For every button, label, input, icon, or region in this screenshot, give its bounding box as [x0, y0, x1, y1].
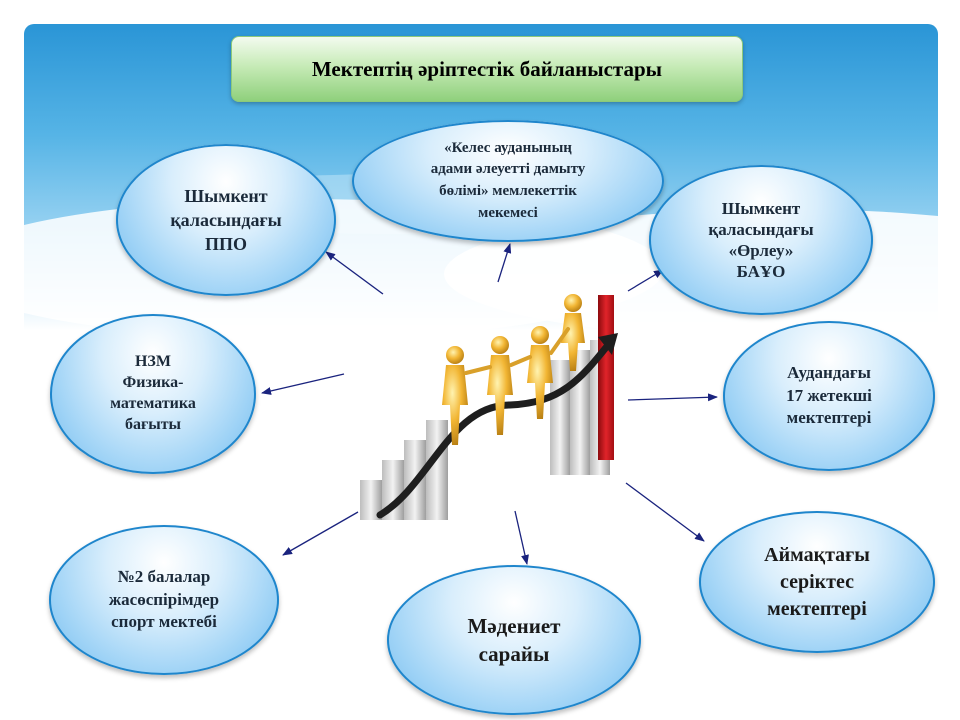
partner-label: Шымкент қаласындағы ППО	[170, 185, 282, 255]
partner-label: НЗМ Физика- математика бағыты	[110, 353, 196, 433]
partner-bubble-ppo: Шымкент қаласындағы ППО	[116, 144, 336, 296]
growth-staircase-team-icon	[360, 294, 618, 520]
partner-label: Аймақтағы серіктес мектептері	[764, 543, 870, 620]
partner-bubble-culture-palace: Мәдениет сарайы	[387, 565, 641, 715]
title-banner: Мектептің әріптестік байланыстары	[231, 36, 743, 102]
partner-bubble-orleu: Шымкент қаласындағы «Өрлеу» БАҰО	[649, 165, 873, 315]
partner-bubble-nzm: НЗМ Физика- математика бағыты	[50, 314, 256, 474]
partner-bubble-sport-school: №2 балалар жасөспірімдер спорт мектебі	[49, 525, 279, 675]
diagram-title: Мектептің әріптестік байланыстары	[311, 56, 663, 81]
partner-label: Мәдениет сарайы	[467, 613, 561, 666]
partner-label: №2 балалар жасөспірімдер спорт мектебі	[108, 566, 220, 632]
partner-label: Шымкент қаласындағы «Өрлеу» БАҰО	[708, 198, 814, 282]
partner-label: Аудандағы 17 жетекші мектептері	[786, 362, 872, 428]
partner-bubble-district-schools: Аудандағы 17 жетекші мектептері	[723, 321, 935, 471]
partner-bubble-regional-schools: Аймақтағы серіктес мектептері	[699, 511, 935, 653]
partner-label: «Келес ауданының адами әлеуетті дамыту б…	[430, 139, 586, 221]
partner-bubble-keles: «Келес ауданының адами әлеуетті дамыту б…	[352, 120, 664, 242]
